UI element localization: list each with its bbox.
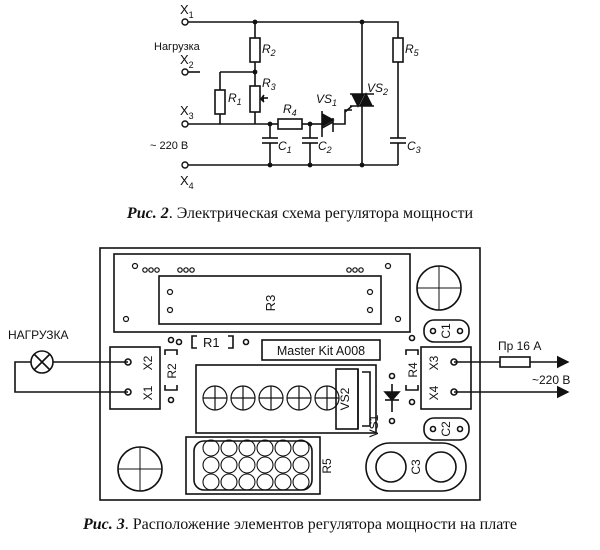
external-wiring [14,350,570,399]
board-load-label: НАГРУЗКА [8,328,69,342]
c3-label: C3 [407,139,421,155]
board-r4-label: R4 [406,362,420,378]
board-r5-label: R5 [320,458,334,474]
figure-3-caption: Рис. 3. Расположение элементов регулятор… [0,516,600,534]
terminal-x2-label: X2 [180,52,194,70]
board-c2-label: C2 [439,421,453,437]
figure-2-caption: Рис. 2. Электрическая схема регулятора м… [0,205,600,223]
board-r2-label: R2 [165,363,179,379]
board-c3-label: C3 [409,459,423,475]
r1-label: R1 [228,91,242,107]
board-mains-label: ~220 В [532,373,570,387]
board-x4-label: X4 [427,385,441,400]
schematic-mains-label: ~ 220 В [150,140,188,152]
pcb-board [99,247,481,501]
figure-2-text: . Электрическая схема регулятора мощност… [168,205,474,222]
figure-3-text: . Расположение элементов регулятора мощн… [124,516,518,533]
board-x1-label: X1 [141,385,155,400]
vs1-label: VS1 [316,92,337,108]
board-title: Master Kit A008 [277,344,365,358]
terminal-x3-label: X3 [180,103,194,121]
board-x2-label: X2 [141,355,155,370]
vs2-label: VS2 [367,81,388,97]
schematic-load-label: Нагрузка [154,41,201,53]
schematic-terminals [181,18,189,169]
board-vs2-label: VS2 [338,387,352,410]
board-r1-label: R1 [203,335,220,350]
r5-label: R5 [405,42,420,58]
r2-label: R2 [262,42,276,58]
figure-2-number: Рис. 2 [126,205,169,222]
terminal-x1-label: X1 [180,2,194,20]
r4-label: R4 [283,102,297,118]
c2-label: C2 [318,139,332,155]
r3-label: R3 [262,76,276,92]
c1-label: C1 [278,139,292,155]
board-r3-label: R3 [263,295,278,312]
schematic [185,21,406,166]
board-c1-label: C1 [439,323,453,339]
board-x3-label: X3 [427,355,441,370]
terminal-x4-label: X4 [180,173,194,191]
figure-3-number: Рис. 3 [82,516,125,533]
board-vs1-label: VS1 [367,414,381,437]
fuse-label: Пр 16 А [498,339,541,353]
schematic-nodes [252,19,365,168]
